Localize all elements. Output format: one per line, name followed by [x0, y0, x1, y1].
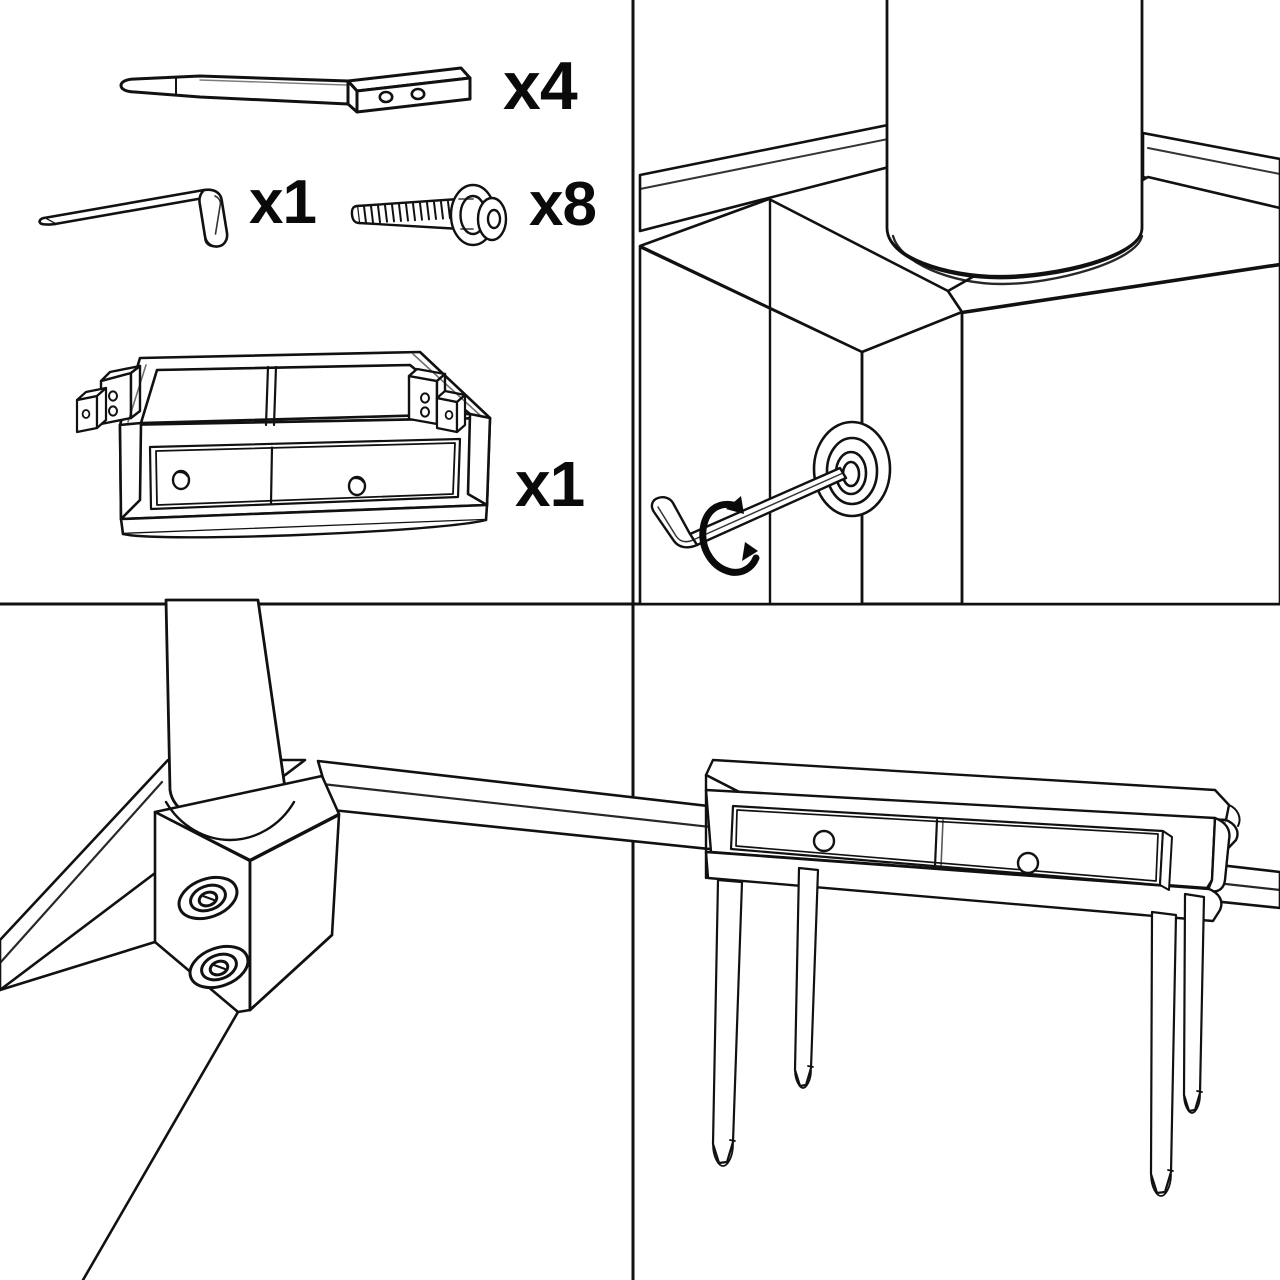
quantity-label-frame: x1 [515, 448, 585, 520]
drawer-knobs [171, 469, 367, 497]
corner-block-top-left-face [638, 197, 964, 354]
surface-edge-left [0, 940, 157, 992]
machine-screw-icon [350, 183, 508, 247]
table-knob-right [1016, 851, 1040, 875]
table-knob-left [812, 829, 836, 853]
console-table-frame-icon [75, 350, 492, 539]
table-leg-front-right [1149, 910, 1178, 1197]
quantity-label-screw: x8 [529, 170, 597, 239]
drawer-divider [269, 446, 274, 505]
bracket-screw-lower [188, 944, 250, 990]
table-leg-back-right [1182, 892, 1206, 1114]
drawer-knob-right [347, 475, 367, 497]
allen-key-inserted [650, 466, 848, 549]
rotation-arrow-heads [726, 496, 758, 561]
allen-key-icon [38, 188, 229, 248]
leg-screw-holes [378, 87, 426, 104]
corner-block-rear-left [99, 364, 142, 426]
corner-block-front-left [75, 386, 108, 434]
bracket-screw-upper [177, 875, 239, 921]
screw-threads [363, 200, 451, 224]
table-drawer-knobs [812, 829, 1040, 875]
drawer-knob-left [171, 469, 191, 491]
surface-edge-long [81, 1010, 240, 1280]
seated-screw-head [812, 420, 892, 518]
table-leg-back-left [793, 866, 820, 1089]
table-leg-front-left [711, 878, 744, 1167]
leg-hole-2 [410, 87, 426, 101]
rotation-arrow [699, 501, 741, 576]
quantity-label-allen-key: x1 [249, 168, 317, 237]
table-leg-cylinder [885, 0, 1144, 286]
leg-hole-1 [378, 90, 394, 104]
drawer-divider [933, 818, 939, 868]
corner-block-front-right [435, 389, 467, 434]
screw-hex-socket [486, 208, 502, 230]
surface-edge-under [248, 933, 334, 1012]
quantity-label-leg: x4 [503, 48, 578, 124]
